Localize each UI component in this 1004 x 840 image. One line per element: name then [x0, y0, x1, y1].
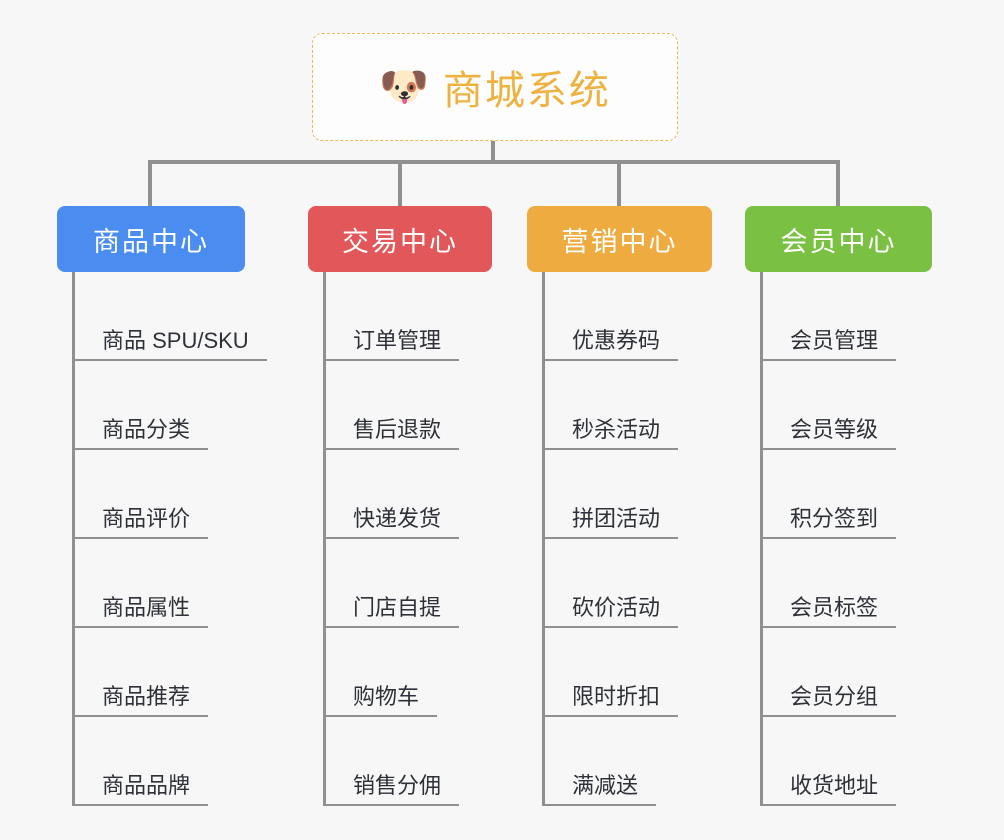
list-item-label: 销售分佣 — [323, 773, 460, 806]
list-item[interactable]: 会员标签 — [745, 539, 932, 628]
branch-column-trade-center: 交易中心 订单管理 售后退款 快递发货 门店自提 购物车 销售分佣 — [308, 206, 492, 806]
branch-column-marketing-center: 营销中心 优惠券码 秒杀活动 拼团活动 砍价活动 限时折扣 满减送 — [527, 206, 712, 806]
category-label: 交易中心 — [342, 226, 458, 257]
list-item-label: 砍价活动 — [542, 595, 679, 628]
leaf-list-member-center: 会员管理 会员等级 积分签到 会员标签 会员分组 收货地址 — [745, 272, 932, 806]
category-header-marketing-center[interactable]: 营销中心 — [527, 206, 712, 272]
list-item-label: 订单管理 — [323, 328, 460, 361]
category-header-member-center[interactable]: 会员中心 — [745, 206, 932, 272]
list-item-label: 优惠券码 — [542, 328, 679, 361]
root-title: 商城系统 — [442, 69, 611, 113]
dog-face-icon: 🐶 — [379, 65, 429, 109]
category-header-trade-center[interactable]: 交易中心 — [308, 206, 492, 272]
list-item[interactable]: 秒杀活动 — [527, 361, 712, 450]
list-item-label: 快递发货 — [323, 506, 460, 539]
list-item-label: 收货地址 — [760, 773, 897, 806]
list-item-label: 商品分类 — [72, 417, 209, 450]
connector-drop-2 — [398, 160, 402, 206]
leaf-spine — [760, 272, 763, 806]
list-item[interactable]: 限时折扣 — [527, 628, 712, 717]
list-item-label: 会员等级 — [760, 417, 897, 450]
list-item[interactable]: 商品 SPU/SKU — [57, 272, 267, 361]
list-item[interactable]: 会员等级 — [745, 361, 932, 450]
connector-root-stub — [491, 141, 495, 164]
list-item-label: 积分签到 — [760, 506, 897, 539]
leaf-spine — [542, 272, 545, 806]
list-item[interactable]: 快递发货 — [308, 450, 492, 539]
connector-drop-4 — [836, 160, 840, 206]
list-item[interactable]: 商品品牌 — [57, 717, 245, 806]
leaf-list-trade-center: 订单管理 售后退款 快递发货 门店自提 购物车 销售分佣 — [308, 272, 492, 806]
list-item[interactable]: 会员分组 — [745, 628, 932, 717]
branch-column-member-center: 会员中心 会员管理 会员等级 积分签到 会员标签 会员分组 收货地址 — [745, 206, 932, 806]
branch-column-product-center: 商品中心 商品 SPU/SKU 商品分类 商品评价 商品属性 商品推荐 商品品牌 — [57, 206, 267, 806]
list-item-label: 售后退款 — [323, 417, 460, 450]
list-item-label: 门店自提 — [323, 595, 460, 628]
list-item-label: 商品品牌 — [72, 773, 209, 806]
list-item[interactable]: 购物车 — [308, 628, 492, 717]
list-item[interactable]: 积分签到 — [745, 450, 932, 539]
list-item[interactable]: 售后退款 — [308, 361, 492, 450]
leaf-list-product-center: 商品 SPU/SKU 商品分类 商品评价 商品属性 商品推荐 商品品牌 — [57, 272, 267, 806]
list-item[interactable]: 收货地址 — [745, 717, 932, 806]
list-item[interactable]: 门店自提 — [308, 539, 492, 628]
connector-horizontal-bus — [148, 160, 838, 164]
list-item-label: 拼团活动 — [542, 506, 679, 539]
list-item-label: 满减送 — [542, 773, 657, 806]
category-label: 营销中心 — [561, 226, 678, 257]
list-item-label: 商品 SPU/SKU — [72, 328, 267, 361]
list-item[interactable]: 拼团活动 — [527, 450, 712, 539]
list-item-label: 会员分组 — [760, 684, 897, 717]
list-item[interactable]: 优惠券码 — [527, 272, 712, 361]
list-item[interactable]: 会员管理 — [745, 272, 932, 361]
list-item[interactable]: 销售分佣 — [308, 717, 492, 806]
leaf-spine — [323, 272, 326, 806]
list-item-label: 商品属性 — [72, 595, 209, 628]
list-item-label: 限时折扣 — [542, 684, 679, 717]
category-header-product-center[interactable]: 商品中心 — [57, 206, 245, 272]
root-node[interactable]: 🐶 商城系统 — [312, 33, 678, 141]
list-item-label: 秒杀活动 — [542, 417, 679, 450]
list-item-label: 购物车 — [323, 684, 438, 717]
list-item-label: 商品评价 — [72, 506, 209, 539]
leaf-list-marketing-center: 优惠券码 秒杀活动 拼团活动 砍价活动 限时折扣 满减送 — [527, 272, 712, 806]
list-item-label: 会员管理 — [760, 328, 897, 361]
category-label: 会员中心 — [780, 226, 897, 257]
connector-drop-3 — [617, 160, 621, 206]
list-item[interactable]: 满减送 — [527, 717, 712, 806]
list-item-label: 商品推荐 — [72, 684, 209, 717]
list-item-label: 会员标签 — [760, 595, 897, 628]
list-item[interactable]: 商品属性 — [57, 539, 245, 628]
list-item[interactable]: 订单管理 — [308, 272, 492, 361]
connector-drop-1 — [148, 160, 152, 206]
leaf-spine — [72, 272, 75, 806]
list-item[interactable]: 商品评价 — [57, 450, 245, 539]
category-label: 商品中心 — [93, 226, 209, 257]
list-item[interactable]: 砍价活动 — [527, 539, 712, 628]
list-item[interactable]: 商品推荐 — [57, 628, 245, 717]
list-item[interactable]: 商品分类 — [57, 361, 245, 450]
